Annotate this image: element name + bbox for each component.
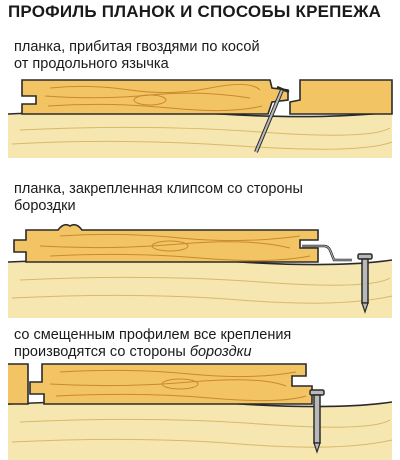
adjacent-board <box>289 79 393 115</box>
caption-line: производятся со стороны бороздки <box>14 344 252 360</box>
caption-italic: бороздки <box>189 344 252 360</box>
base-surface <box>8 401 392 460</box>
nail-icon <box>357 253 373 314</box>
grain-line <box>11 294 393 304</box>
adjacent-board <box>8 363 29 405</box>
nail-icon <box>254 85 290 153</box>
caption-line: бороздки <box>14 198 76 214</box>
board-profile <box>21 79 289 115</box>
caption-nailed-tongue: планка, прибитая гвоздями по косой от пр… <box>14 39 260 73</box>
diagram-clipped-board <box>7 223 393 318</box>
board-profile <box>29 363 313 405</box>
wood-grain <box>44 84 263 112</box>
clip-icon-fill <box>302 245 352 261</box>
base-surface <box>8 259 392 318</box>
wood-grain <box>39 233 311 262</box>
diagram-nailed-board <box>7 79 393 158</box>
page-title: ПРОФИЛЬ ПЛАНОК И СПОСОБЫ КРЕПЕЖА <box>8 2 382 21</box>
board-profile <box>13 223 319 263</box>
caption-line: от продольного язычка <box>14 56 169 72</box>
grain-line <box>19 126 391 136</box>
nail-icon <box>309 389 325 454</box>
grain-line <box>11 438 393 448</box>
caption-clip-groove: планка, закрепленная клипсом со стороны … <box>14 181 303 215</box>
diagram-offset-board <box>7 363 393 460</box>
grain-line <box>11 140 393 150</box>
caption-offset-profile: со смещенным профилем все крепления прои… <box>14 327 291 361</box>
caption-line: планка, прибитая гвоздями по косой <box>14 39 260 55</box>
caption-line: планка, закрепленная клипсом со стороны <box>14 181 303 197</box>
grain-line <box>19 418 391 428</box>
base-surface <box>8 111 392 158</box>
wood-grain <box>49 369 307 402</box>
caption-line: со смещенным профилем все крепления <box>14 327 292 343</box>
